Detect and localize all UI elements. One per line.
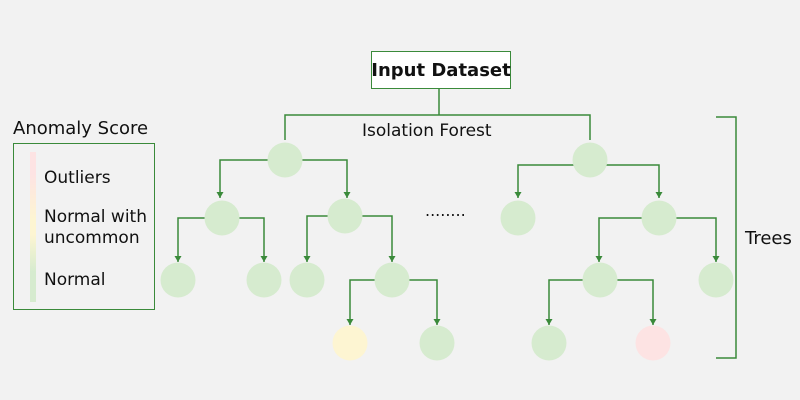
tree1-node [327, 198, 363, 234]
tree1-leaf-node [246, 262, 282, 298]
arrow-head [514, 192, 522, 198]
tree1-node [204, 200, 240, 236]
connector [517, 164, 590, 198]
connector [659, 217, 717, 262]
arrow-head [346, 319, 354, 325]
tree2-node [641, 200, 677, 236]
legend-outliers: Outliers [44, 168, 111, 188]
arrow-head [303, 256, 311, 262]
connector [590, 164, 660, 198]
anomaly-score-legend: Outliers Normal with uncommon Normal [13, 143, 155, 310]
tree1-node [374, 262, 410, 298]
root-splitter [284, 114, 591, 140]
tree2-node [582, 262, 618, 298]
arrow-head [545, 319, 553, 325]
tree2-outlier-leaf-node [635, 325, 671, 361]
connector [598, 217, 659, 262]
arrow-head [388, 256, 396, 262]
arrow-head [655, 192, 663, 198]
more-trees-ellipsis: ........ [425, 201, 466, 220]
arrow-head [216, 192, 224, 198]
connector [285, 159, 348, 198]
tree2-leaf-node [698, 262, 734, 298]
legend-normal-uncommon: Normal with uncommon [44, 207, 147, 249]
legend-uncommon-line1: Normal with [44, 207, 147, 227]
tree1-root-node [267, 142, 303, 178]
input-dataset-box: Input Dataset [371, 51, 511, 89]
tree2-leaf-node [531, 325, 567, 361]
arrow-head [649, 319, 657, 325]
legend-title: Anomaly Score [13, 118, 149, 139]
connector [219, 159, 285, 198]
tree2-leaf-node [500, 200, 536, 236]
trees-bracket [716, 116, 737, 359]
tree1-uncommon-leaf-node [332, 325, 368, 361]
arrow-head [433, 319, 441, 325]
legend-uncommon-line2: uncommon [44, 228, 140, 248]
input-dataset-label: Input Dataset [371, 59, 511, 81]
tree1-leaf-node [160, 262, 196, 298]
legend-normal: Normal [44, 270, 106, 290]
arrow-head [712, 256, 720, 262]
arrow-head [260, 256, 268, 262]
score-gradient-bar [30, 152, 36, 302]
tree2-root-node [572, 142, 608, 178]
tree1-leaf-node [419, 325, 455, 361]
connector [600, 279, 654, 325]
arrow-head [174, 256, 182, 262]
trees-label: Trees [745, 228, 792, 249]
arrow-head [595, 256, 603, 262]
isolation-forest-label: Isolation Forest [362, 121, 492, 141]
tree1-leaf-node [289, 262, 325, 298]
arrow-head [343, 192, 351, 198]
